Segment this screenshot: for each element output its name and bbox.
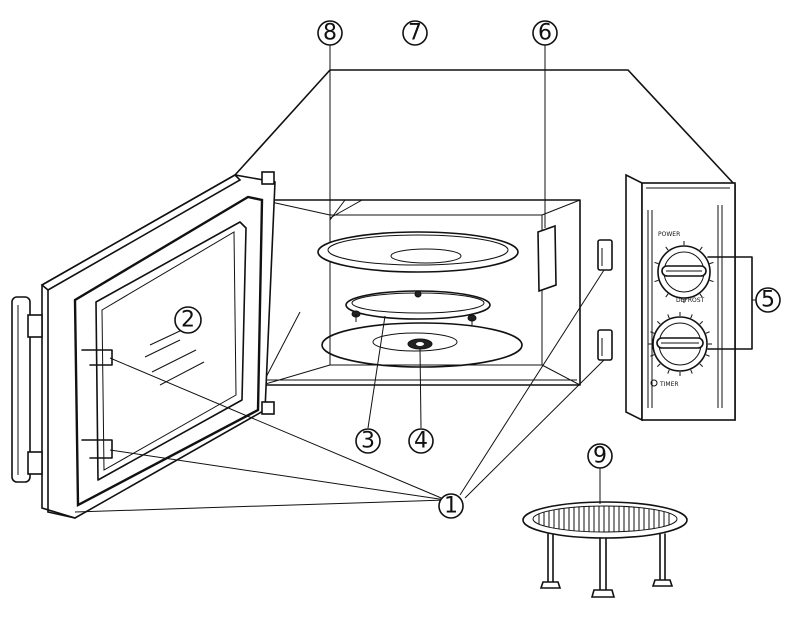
callout-2-label: 2 (181, 308, 195, 333)
callout-7-label: 7 (408, 21, 422, 46)
timer-knob-tick (667, 314, 670, 319)
glass-tray-upper (317, 231, 519, 273)
callout-1: 1 (438, 493, 464, 519)
callout-8-label: 8 (323, 21, 337, 46)
timer-knob[interactable] (652, 316, 708, 372)
door-latch-hooks (81, 349, 113, 459)
callout-1-label: 1 (444, 494, 458, 519)
callout-8: 8 (317, 20, 343, 46)
roller-ring (345, 290, 491, 326)
timer-knob-tick (650, 354, 655, 357)
callout-6-label: 6 (538, 21, 552, 46)
timer-knob-tick (699, 363, 703, 367)
callout-7: 7 (402, 20, 428, 46)
panel-defrost-label: DEFROST (676, 297, 705, 304)
power-knob-ticks (654, 241, 714, 303)
power-knob-tick (699, 293, 703, 298)
turntable-shaft (321, 322, 523, 368)
power-knob-tick (665, 246, 669, 251)
callout-4: 4 (408, 428, 434, 454)
callout-3: 3 (355, 428, 381, 454)
callout-5-label: 5 (761, 288, 775, 313)
knob-bracket (707, 256, 753, 350)
callout-4-label: 4 (414, 429, 428, 454)
timer-knob-tick (650, 331, 655, 334)
timer-knob-tick (690, 314, 693, 319)
callout-3-label: 3 (361, 429, 375, 454)
power-knob-tick (665, 293, 669, 298)
door-latch-holes (597, 239, 613, 361)
timer-knob-tick (690, 369, 693, 374)
panel-power-label: POWER (658, 231, 680, 238)
timer-knob-ticks (648, 312, 712, 376)
power-knob-tick (709, 279, 714, 283)
power-knob-tick (654, 279, 659, 283)
panel-timer-label: TIMER (659, 381, 679, 388)
callout-2: 2 (174, 306, 202, 334)
timer-icon (650, 379, 658, 387)
timer-knob-tick (667, 369, 670, 374)
timer-knob-tick (657, 321, 661, 325)
door-handle[interactable] (11, 296, 43, 483)
timer-knob-tick (699, 321, 703, 325)
callout-5: 5 (755, 287, 781, 313)
timer-knob-tick (705, 331, 710, 334)
callout-9-label: 9 (593, 444, 607, 469)
leader-lines (74, 45, 757, 513)
callout-9: 9 (587, 443, 613, 469)
power-knob-tick (654, 261, 659, 265)
callout-6: 6 (532, 20, 558, 46)
oven-door (40, 171, 276, 519)
control-panel (625, 173, 736, 422)
timer-knob-tick (705, 354, 710, 357)
power-knob-tick (699, 246, 703, 251)
power-knob[interactable] (657, 245, 711, 299)
power-knob-tick (709, 261, 714, 265)
grill-rack (522, 501, 688, 598)
timer-knob-tick (657, 363, 661, 367)
